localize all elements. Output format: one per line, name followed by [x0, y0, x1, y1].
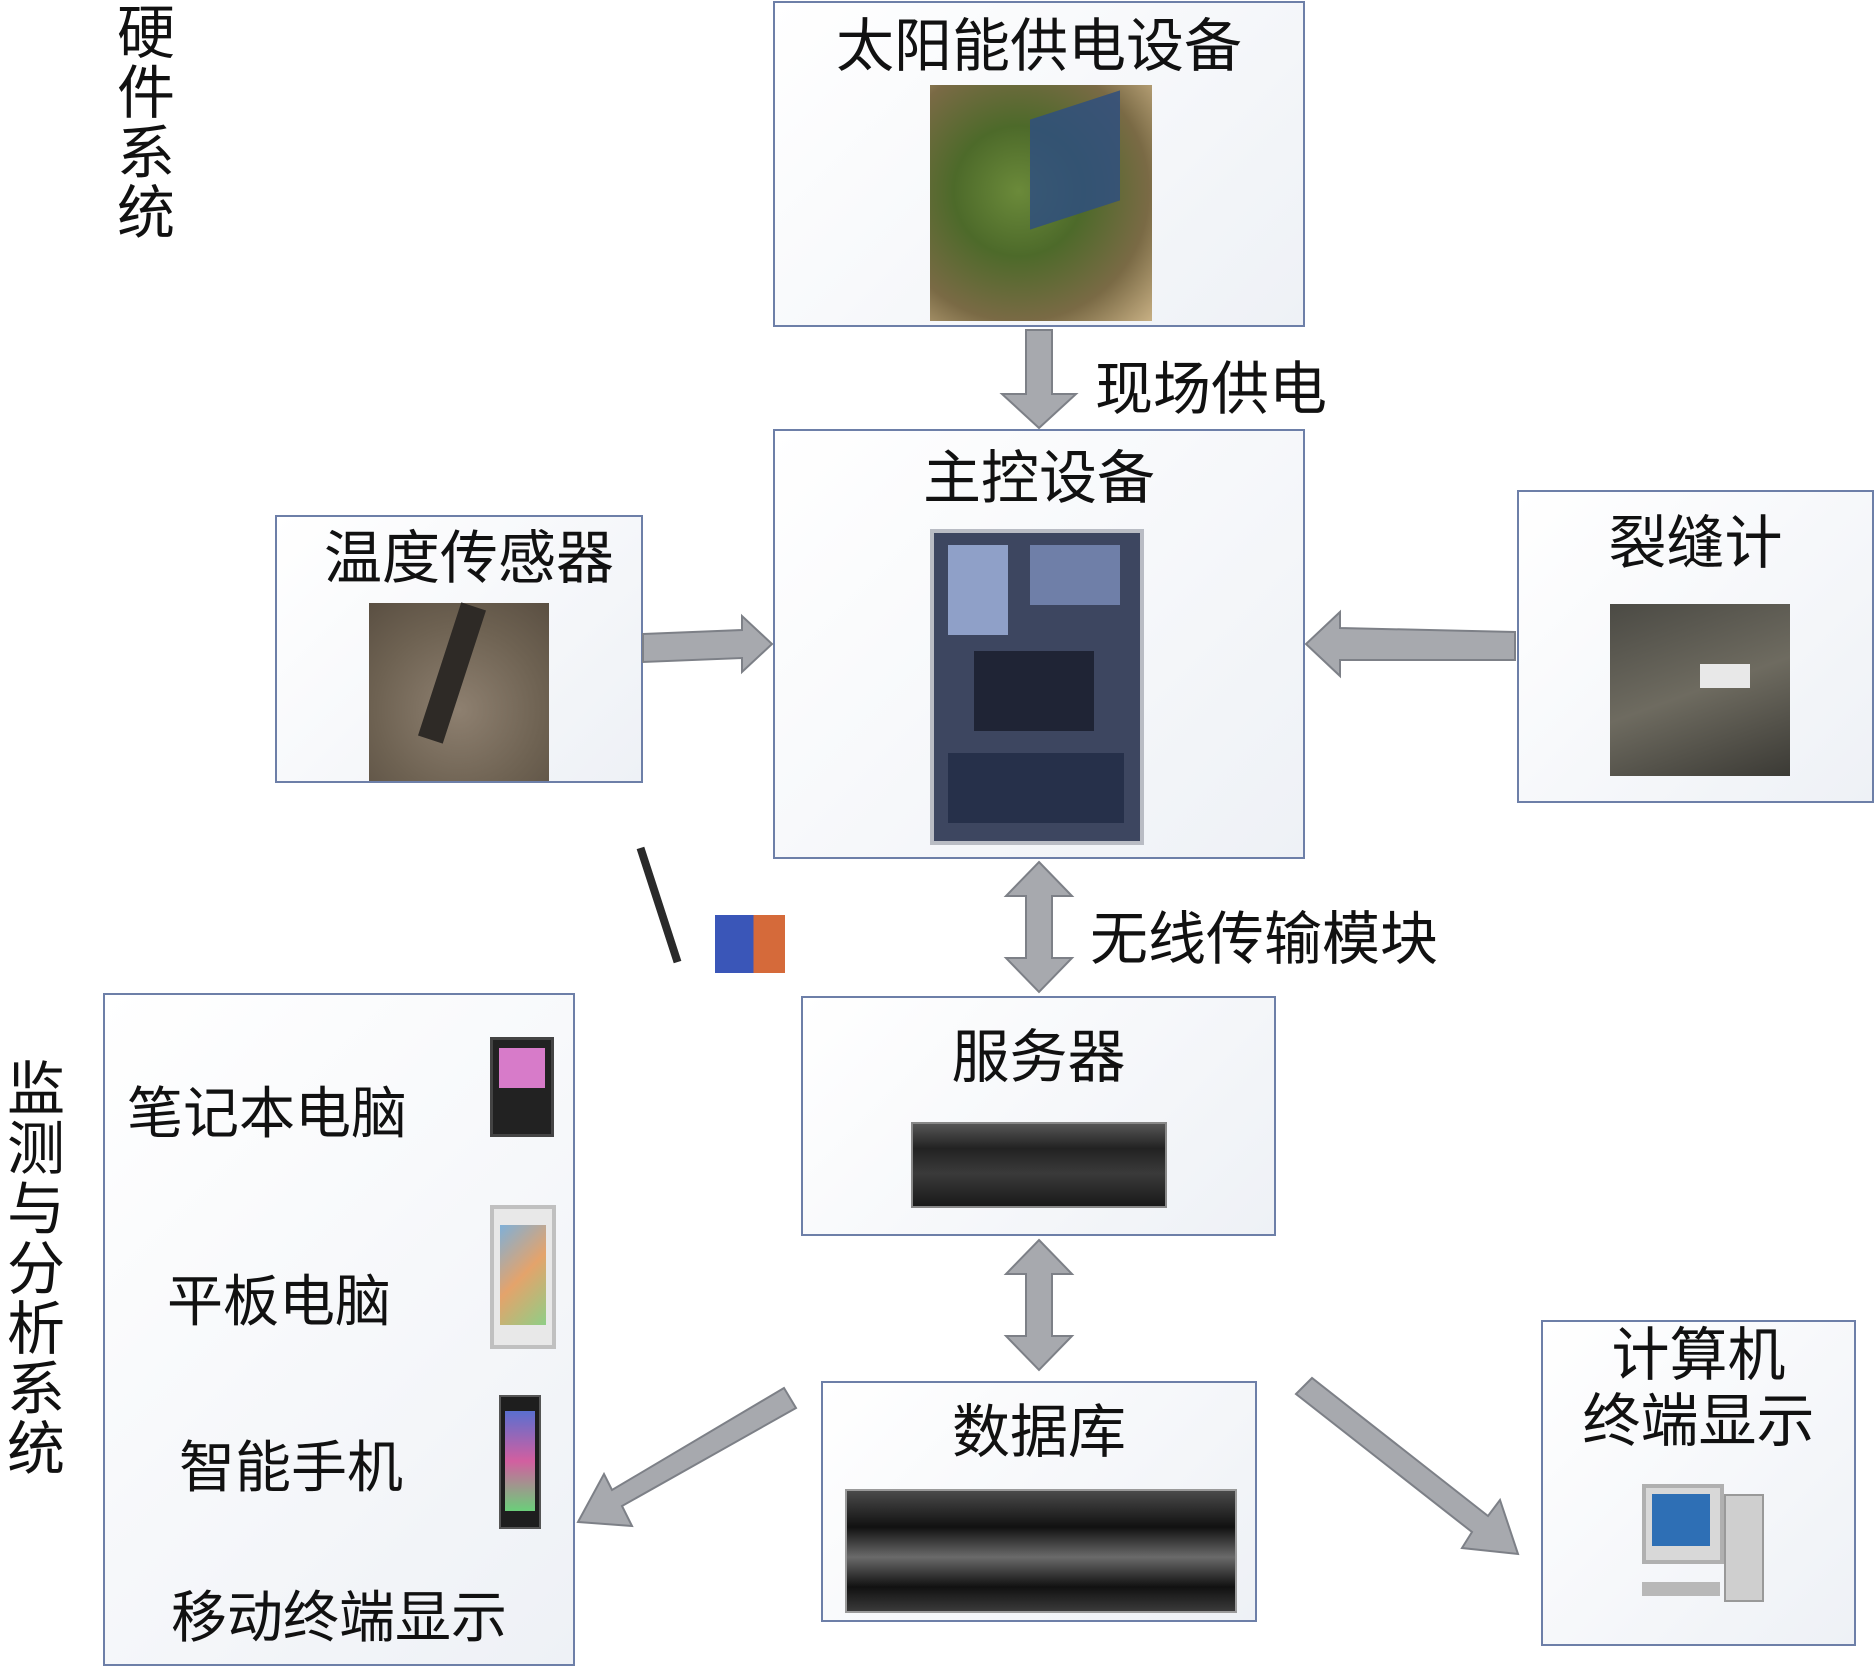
tablet-photo: [490, 1205, 556, 1349]
cabinet-panel: [974, 651, 1094, 731]
cabinet-panel: [948, 753, 1124, 823]
control-cabinet-photo: [930, 529, 1144, 845]
laptop-photo: [490, 1037, 554, 1137]
master-control-node: 主控设备: [773, 429, 1305, 859]
laptop-label: 笔记本电脑: [127, 1082, 407, 1147]
solar-panel-photo: [930, 85, 1152, 321]
server-node: 服务器: [801, 996, 1276, 1236]
mobile-terminal-node: 笔记本电脑 平板电脑 智能手机 移动终端显示: [103, 993, 575, 1666]
tablet-label: 平板电脑: [167, 1270, 391, 1335]
keyboard-image: [1642, 1582, 1720, 1596]
arrow-crack-to-master: [1304, 609, 1516, 679]
master-control-title: 主控设备: [922, 444, 1155, 512]
solar-power-node: 太阳能供电设备: [773, 1, 1305, 327]
database-title: 数据库: [951, 1398, 1126, 1466]
monitor-image: [1642, 1484, 1724, 1564]
hardware-system-label: 硬件系统: [107, 2, 175, 242]
temperature-sensor-title: 温度传感器: [323, 524, 614, 592]
cabinet-panel: [948, 545, 1008, 635]
database-photo: [845, 1489, 1237, 1613]
computer-tower-image: [1724, 1494, 1764, 1602]
crack-meter-node: 裂缝计: [1517, 490, 1874, 803]
arrow-database-to-computer: [1294, 1376, 1520, 1556]
crack-meter-device-image: [1700, 664, 1750, 688]
wireless-module-label: 无线传输模块: [1090, 905, 1439, 973]
server-title: 服务器: [951, 1023, 1126, 1091]
cabinet-panel: [1030, 545, 1120, 605]
wireless-module-photo: [636, 845, 795, 985]
arrow-temp-to-master: [642, 613, 774, 675]
solar-power-title: 太阳能供电设备: [835, 12, 1242, 80]
computer-title-line2: 终端显示: [1582, 1387, 1815, 1455]
temperature-sensor-node: 温度传感器: [275, 515, 643, 783]
mobile-terminal-title: 移动终端显示: [171, 1586, 507, 1651]
arrow-master-server: [1003, 860, 1075, 994]
monitoring-system-label: 监测与分析系统: [0, 1058, 65, 1478]
module-body-image: [715, 915, 785, 973]
computer-terminal-node: 计算机 终端显示: [1541, 1320, 1856, 1646]
desktop-computer-photo: [1642, 1484, 1764, 1614]
server-photo: [911, 1122, 1167, 1208]
database-node: 数据库: [821, 1381, 1257, 1622]
computer-title-line1: 计算机: [1611, 1321, 1786, 1389]
arrow-server-database: [1003, 1238, 1075, 1372]
smartphone-photo: [499, 1395, 541, 1529]
crack-meter-photo: [1610, 604, 1790, 776]
smartphone-label: 智能手机: [179, 1436, 403, 1501]
crack-meter-title: 裂缝计: [1608, 509, 1783, 577]
temperature-sensor-photo: [369, 602, 549, 781]
arrow-power-down: [999, 329, 1079, 430]
arrow-database-to-mobile: [576, 1386, 798, 1528]
power-supply-label: 现场供电: [1095, 355, 1328, 423]
